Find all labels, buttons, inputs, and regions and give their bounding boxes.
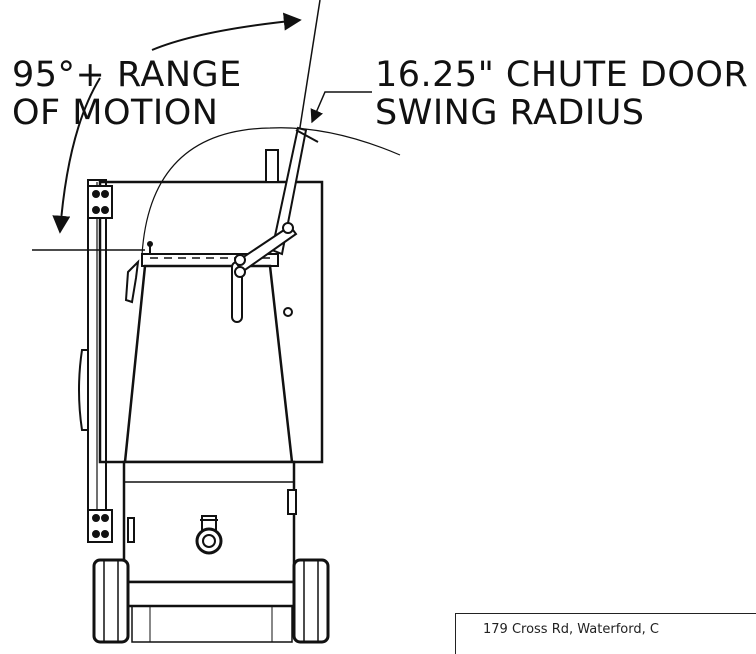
swing-radius-arc [141,127,401,256]
upper-hinge [87,185,113,219]
right-wheel [292,558,330,644]
chute-leader-line [310,91,372,124]
tapered-hopper [123,264,294,464]
range-callout-line-2: OF MOTION [12,93,219,133]
valve-knob [195,527,223,555]
chute-door-radius-callout: 16.25" CHUTE DOOR SWING RADIUS [375,56,748,132]
chute-callout-line-1: 16.25" CHUTE DOOR [375,55,749,95]
company-address: 179 Cross Rd, Waterford, C [483,622,659,637]
chute-side-handle [124,259,140,304]
range-of-motion-callout: 95°+ RANGE OF MOTION [12,56,242,132]
range-motion-arc [151,12,302,51]
lower-hinge [87,509,113,543]
open-reference-line [297,0,321,141]
door-handle [78,349,89,431]
base-frame [113,580,307,608]
range-callout-line-1: 95°+ RANGE [12,55,242,95]
chute-door-open [270,126,308,256]
title-block: 179 Cross Rd, Waterford, C [455,613,756,654]
range-motion-arc-lower [52,77,101,234]
chute-callout-line-2: SWING RADIUS [375,93,645,133]
technical-drawing [32,0,401,644]
left-wheel [92,558,130,644]
